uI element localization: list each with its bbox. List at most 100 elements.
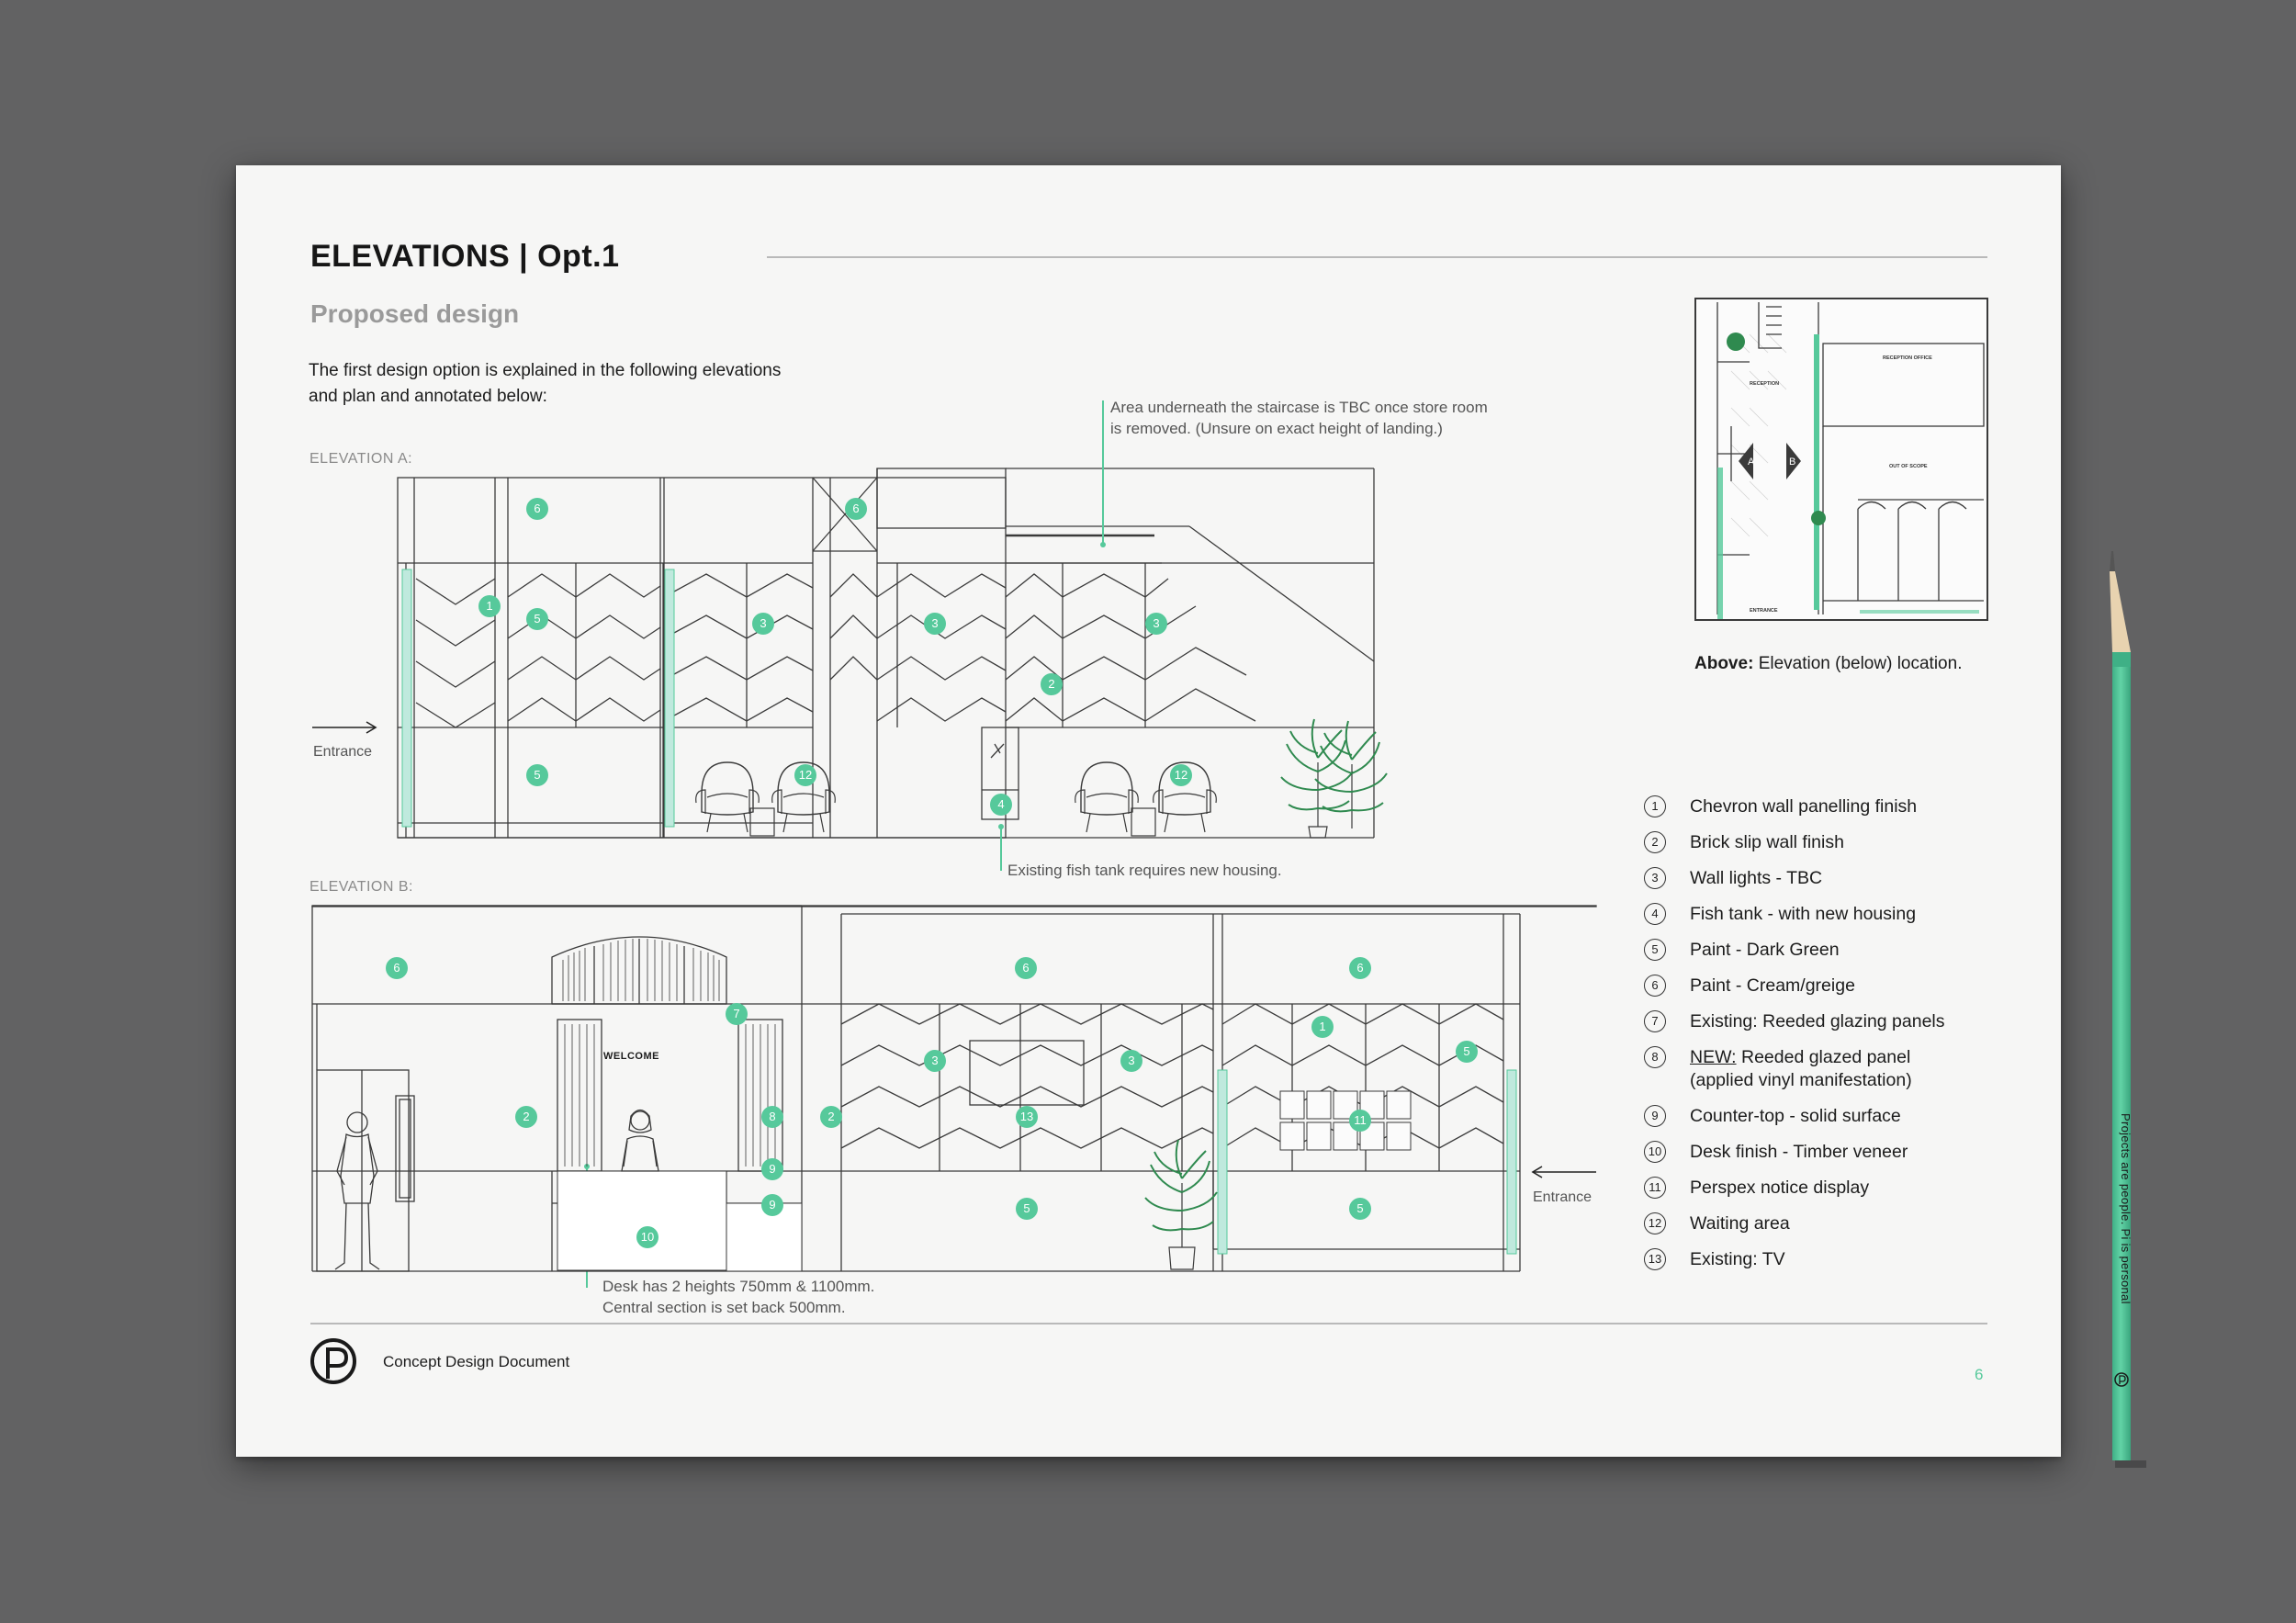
marker-a-2: 2 — [1041, 673, 1063, 695]
marker-b-11: 11 — [1349, 1110, 1371, 1132]
fishtank-note: Existing fish tank requires new housing. — [1007, 862, 1282, 879]
legend-text: Desk finish - Timber veneer — [1690, 1142, 1908, 1162]
legend-number: 11 — [1644, 1177, 1666, 1199]
page-title: ELEVATIONS | Opt.1 — [310, 239, 620, 274]
legend-item: 6 Paint - Cream/greige — [1644, 975, 2030, 997]
marker-b-1: 1 — [1311, 1016, 1334, 1038]
staircase-note-line1: Area underneath the staircase is TBC onc… — [1110, 399, 1488, 416]
legend-item: 1 Chevron wall panelling finish — [1644, 795, 2030, 818]
legend-text: Chevron wall panelling finish — [1690, 796, 1918, 817]
entrance-label-b: Entrance — [1533, 1189, 1593, 1205]
legend-text: Wall lights - TBC — [1690, 868, 1823, 888]
elevation-b-label: ELEVATION B: — [310, 879, 413, 895]
legend-text-line2: (applied vinyl manifestation) — [1690, 1070, 1912, 1090]
marker-b-7: 7 — [726, 1003, 748, 1025]
plan-label-reception-office: RECEPTION OFFICE — [1883, 355, 1932, 361]
marker-b-5-mid: 5 — [1016, 1198, 1038, 1220]
marker-b-5-top: 5 — [1456, 1041, 1478, 1063]
legend-item: 5 Paint - Dark Green — [1644, 939, 2030, 962]
legend-number: 5 — [1644, 939, 1666, 961]
pencil-slogan: Projects are people. Pi is personal — [2119, 1113, 2133, 1304]
legend-item: 2 Brick slip wall finish — [1644, 831, 2030, 854]
legend-text: Perspex notice display — [1690, 1178, 1870, 1198]
footer-divider — [310, 1323, 1987, 1324]
plan-marker-a: A — [1748, 456, 1755, 468]
plan-label-out-of-scope: OUT OF SCOPE — [1889, 464, 1928, 469]
legend-text: Paint - Dark Green — [1690, 940, 1840, 960]
marker-b-2-left: 2 — [515, 1106, 537, 1128]
legend-new-prefix: NEW: — [1690, 1047, 1737, 1067]
plan-label-entrance: ENTRANCE — [1750, 608, 1778, 614]
marker-a-3-mid: 3 — [924, 613, 946, 635]
legend-item: 7 Existing: Reeded glazing panels — [1644, 1010, 2030, 1033]
plan-caption-text: Elevation (below) location. — [1758, 654, 1963, 673]
marker-b-6-mid: 6 — [1015, 957, 1037, 979]
title-divider — [767, 256, 1987, 258]
marker-b-6-right: 6 — [1349, 957, 1371, 979]
plan-caption: Above: Elevation (below) location. — [1694, 654, 1962, 674]
legend-item: 13 Existing: TV — [1644, 1248, 2030, 1271]
legend-number: 9 — [1644, 1105, 1666, 1127]
legend-number: 12 — [1644, 1212, 1666, 1234]
plan-marker-b: B — [1789, 456, 1795, 468]
legend-text: Fish tank - with new housing — [1690, 904, 1917, 924]
marker-a-12-left: 12 — [794, 764, 816, 786]
marker-a-5-bottom: 5 — [526, 764, 548, 786]
document-page: ELEVATIONS | Opt.1 Proposed design The f… — [236, 165, 2061, 1457]
entrance-label-a: Entrance — [313, 744, 373, 760]
legend-text: Waiting area — [1690, 1213, 1790, 1234]
marker-b-9-bottom: 9 — [761, 1194, 783, 1216]
welcome-sign: WELCOME — [603, 1051, 659, 1062]
legend-item: 8 NEW: Reeded glazed panel (applied vinyl … — [1644, 1046, 2030, 1092]
legend-text: Counter-top - solid surface — [1690, 1106, 1901, 1126]
legend-text: Brick slip wall finish — [1690, 832, 1844, 852]
legend-text: Paint - Cream/greige — [1690, 975, 1855, 996]
pencil-image — [2110, 551, 2146, 1468]
marker-b-5-right: 5 — [1349, 1198, 1371, 1220]
marker-b-8: 8 — [761, 1106, 783, 1128]
marker-a-6-right: 6 — [845, 498, 867, 520]
company-logo-icon — [310, 1338, 356, 1384]
marker-b-3-right: 3 — [1120, 1050, 1142, 1072]
footer-document-title: Concept Design Document — [383, 1353, 570, 1370]
marker-b-6-left: 6 — [386, 957, 408, 979]
elevation-a-label: ELEVATION A: — [310, 451, 413, 467]
marker-a-3-right: 3 — [1145, 613, 1167, 635]
legend-text: Existing: Reeded glazing panels — [1690, 1011, 1945, 1031]
plan-label-reception: RECEPTION — [1750, 381, 1779, 387]
marker-a-3-left: 3 — [752, 613, 774, 635]
marker-a-1: 1 — [478, 595, 501, 617]
intro-paragraph: The first design option is explained in … — [309, 361, 782, 406]
legend-number: 1 — [1644, 795, 1666, 817]
marker-a-6-left: 6 — [526, 498, 548, 520]
legend-number: 7 — [1644, 1010, 1666, 1032]
marker-b-10: 10 — [636, 1226, 658, 1248]
marker-a-4: 4 — [990, 794, 1012, 816]
marker-b-13: 13 — [1016, 1106, 1038, 1128]
legend-number: 2 — [1644, 831, 1666, 853]
legend-number: 6 — [1644, 975, 1666, 997]
legend-item: 10 Desk finish - Timber veneer — [1644, 1141, 2030, 1164]
marker-b-9-top: 9 — [761, 1158, 783, 1180]
legend-number: 13 — [1644, 1248, 1666, 1270]
marker-b-3-left: 3 — [924, 1050, 946, 1072]
desk-note-line1: Desk has 2 heights 750mm & 1100mm. — [602, 1278, 875, 1295]
legend-text: Reeded glazed panel — [1736, 1047, 1911, 1067]
page-subtitle: Proposed design — [310, 299, 520, 328]
legend-number: 8 — [1644, 1046, 1666, 1068]
marker-b-2-right: 2 — [820, 1106, 842, 1128]
marker-a-5-top: 5 — [526, 608, 548, 630]
staircase-note-line2: is removed. (Unsure on exact height of l… — [1110, 420, 1443, 437]
floor-plan: A B RECEPTION RECEPTION OFFICE OUT OF SC… — [1694, 298, 1988, 621]
legend-text: Existing: TV — [1690, 1249, 1785, 1269]
legend-number: 10 — [1644, 1141, 1666, 1163]
legend-item: 9 Counter-top - solid surface — [1644, 1105, 2030, 1128]
legend-item: 12 Waiting area — [1644, 1212, 2030, 1235]
marker-a-12-right: 12 — [1170, 764, 1192, 786]
desk-note-line2: Central section is set back 500mm. — [602, 1299, 846, 1316]
page-number: 6 — [1975, 1366, 1984, 1383]
legend: 1 Chevron wall panelling finish 2 Brick sl… — [1644, 795, 2030, 1284]
legend-item: 11 Perspex notice display — [1644, 1177, 2030, 1200]
